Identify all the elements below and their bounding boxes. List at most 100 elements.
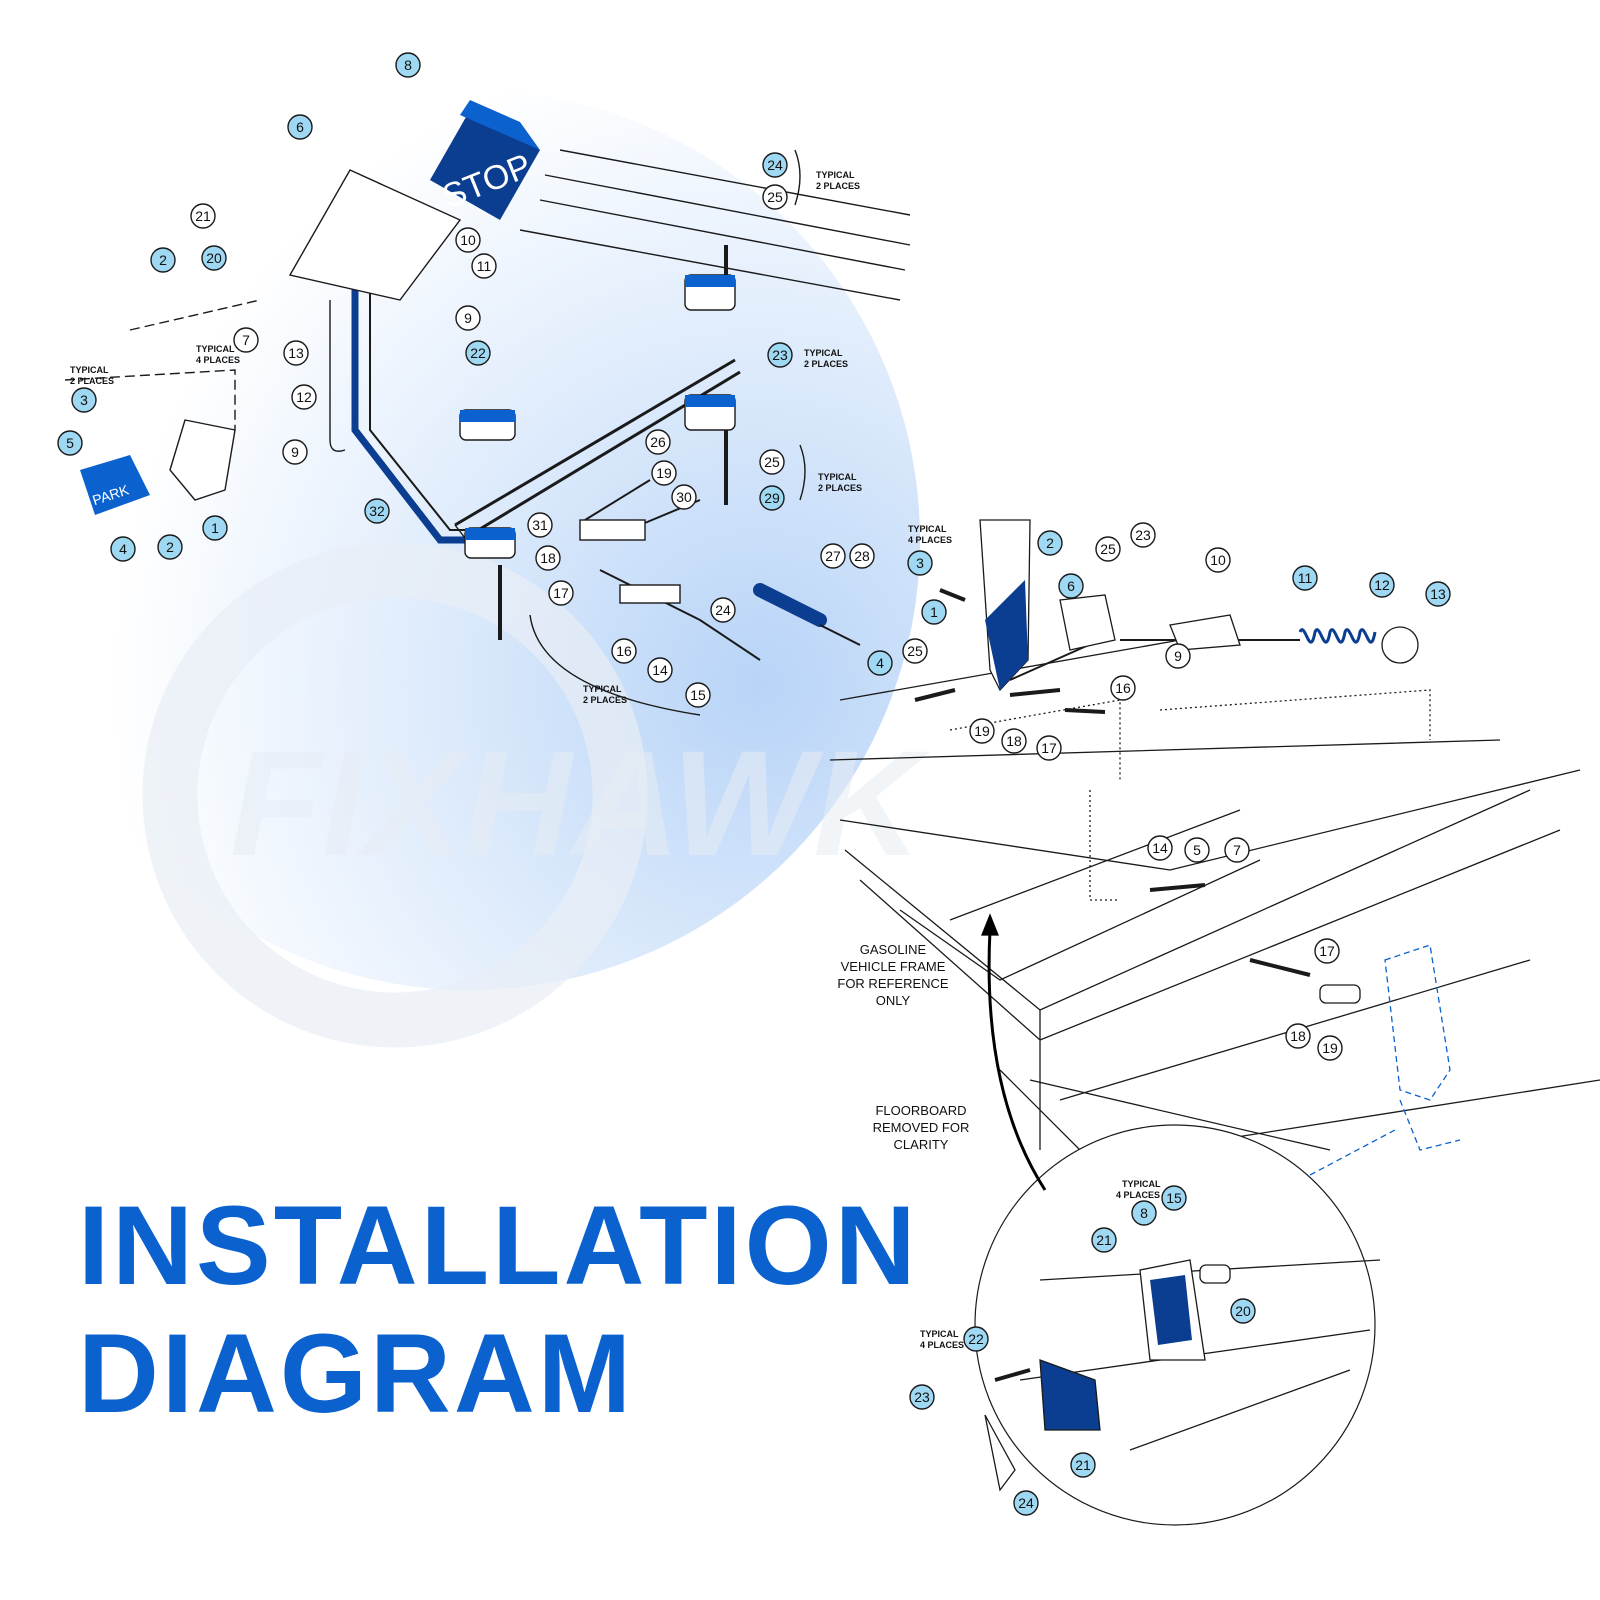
- callout-circle: [849, 543, 875, 569]
- callout-circle: [287, 114, 313, 140]
- callout-circle: [651, 460, 677, 486]
- callout-number: 19: [1322, 1040, 1338, 1056]
- part-callout-16: 16: [611, 638, 637, 664]
- callout-circle: [969, 718, 995, 744]
- part-callout-21: 21: [190, 203, 216, 229]
- part-callout-32: 32: [364, 498, 390, 524]
- note-typical: TYPICAL: [816, 170, 855, 180]
- callout-circle: [645, 429, 671, 455]
- note-places: 2 PLACES: [70, 376, 114, 386]
- callout-number: 1: [930, 604, 938, 620]
- headline-line-1: INSTALLATION: [78, 1183, 919, 1308]
- headline-line-2: DIAGRAM: [78, 1311, 635, 1436]
- callout-circle: [902, 638, 928, 664]
- callout-circle: [202, 515, 228, 541]
- callout-circle: [190, 203, 216, 229]
- callout-circle: [907, 550, 933, 576]
- part-callout-27: 27: [820, 543, 846, 569]
- part-callout-22: 22: [963, 1326, 989, 1352]
- part-callout-17: 17: [1314, 938, 1340, 964]
- callout-number: 2: [166, 539, 174, 555]
- callout-circle: [1036, 735, 1062, 761]
- part-callout-17: 17: [1036, 735, 1062, 761]
- callout-circle: [710, 597, 736, 623]
- watermark-logo: FIXHAWK: [142, 542, 931, 1048]
- part-callout-11: 11: [1292, 565, 1318, 591]
- part-callout-6: 6: [287, 114, 313, 140]
- part-callout-19: 19: [969, 718, 995, 744]
- callout-circle: [455, 305, 481, 331]
- part-callout-1: 1: [202, 515, 228, 541]
- note-places: 4 PLACES: [908, 535, 952, 545]
- callout-number: 7: [1233, 842, 1241, 858]
- note-typical: TYPICAL: [70, 365, 109, 375]
- note-typical: TYPICAL: [804, 348, 843, 358]
- caption-line: FLOORBOARD: [875, 1103, 966, 1118]
- part-callout-1: 1: [921, 599, 947, 625]
- part-callout-15: 15: [1161, 1185, 1187, 1211]
- callout-circle: [767, 342, 793, 368]
- part-callout-7: 7: [233, 327, 259, 353]
- callout-circle: [1165, 643, 1191, 669]
- caption-line: VEHICLE FRAME: [841, 959, 946, 974]
- callout-number: 17: [1041, 740, 1057, 756]
- callout-number: 30: [676, 489, 692, 505]
- part-callout-2: 2: [150, 247, 176, 273]
- callout-number: 4: [119, 541, 127, 557]
- callout-circle: [465, 340, 491, 366]
- callout-circle: [455, 227, 481, 253]
- part-callout-6: 6: [1058, 573, 1084, 599]
- callout-number: 26: [650, 434, 666, 450]
- callout-number: 24: [715, 602, 731, 618]
- callout-circle: [1147, 835, 1173, 861]
- callout-circle: [867, 650, 893, 676]
- callout-circle: [157, 534, 183, 560]
- callout-circle: [1095, 536, 1121, 562]
- note-typical: TYPICAL: [583, 684, 622, 694]
- callout-number: 31: [532, 517, 548, 533]
- callout-number: 20: [1235, 1303, 1251, 1319]
- callout-number: 9: [464, 310, 472, 326]
- callout-number: 8: [1140, 1205, 1148, 1221]
- callout-circle: [283, 340, 309, 366]
- part-callout-30: 30: [671, 484, 697, 510]
- part-callout-23: 23: [767, 342, 793, 368]
- callout-number: 22: [968, 1331, 984, 1347]
- callout-number: 4: [876, 655, 884, 671]
- gear-icon: [142, 542, 648, 1048]
- part-callout-3: 3: [907, 550, 933, 576]
- callout-circle: [921, 599, 947, 625]
- note-places: 4 PLACES: [920, 1340, 964, 1350]
- callout-circle: [71, 387, 97, 413]
- callout-number: 25: [767, 189, 783, 205]
- note-places: 2 PLACES: [816, 181, 860, 191]
- part-callout-24: 24: [1013, 1490, 1039, 1516]
- part-callout-14: 14: [1147, 835, 1173, 861]
- part-callout-2: 2: [1037, 530, 1063, 556]
- part-callout-3: 3: [71, 387, 97, 413]
- callout-circle: [527, 512, 553, 538]
- callout-number: 18: [1290, 1028, 1306, 1044]
- callout-number: 2: [159, 252, 167, 268]
- callout-number: 28: [854, 548, 870, 564]
- callout-circle: [1013, 1490, 1039, 1516]
- callout-number: 5: [1193, 842, 1201, 858]
- callout-number: 29: [764, 490, 780, 506]
- caption-line: CLARITY: [894, 1137, 949, 1152]
- callout-number: 21: [1075, 1457, 1091, 1473]
- callout-number: 3: [80, 392, 88, 408]
- callout-number: 10: [460, 232, 476, 248]
- part-callout-5: 5: [57, 430, 83, 456]
- part-callout-19: 19: [651, 460, 677, 486]
- part-callout-7: 7: [1224, 837, 1250, 863]
- callout-number: 1: [211, 520, 219, 536]
- part-callout-16: 16: [1110, 675, 1136, 701]
- part-callout-8: 8: [395, 52, 421, 78]
- callout-circle: [548, 580, 574, 606]
- frame-caption: GASOLINE VEHICLE FRAME FOR REFERENCE ONL…: [837, 942, 949, 1008]
- note-places: 4 PLACES: [1116, 1190, 1160, 1200]
- callout-number: 22: [470, 345, 486, 361]
- callout-number: 9: [291, 444, 299, 460]
- callout-circle: [1110, 675, 1136, 701]
